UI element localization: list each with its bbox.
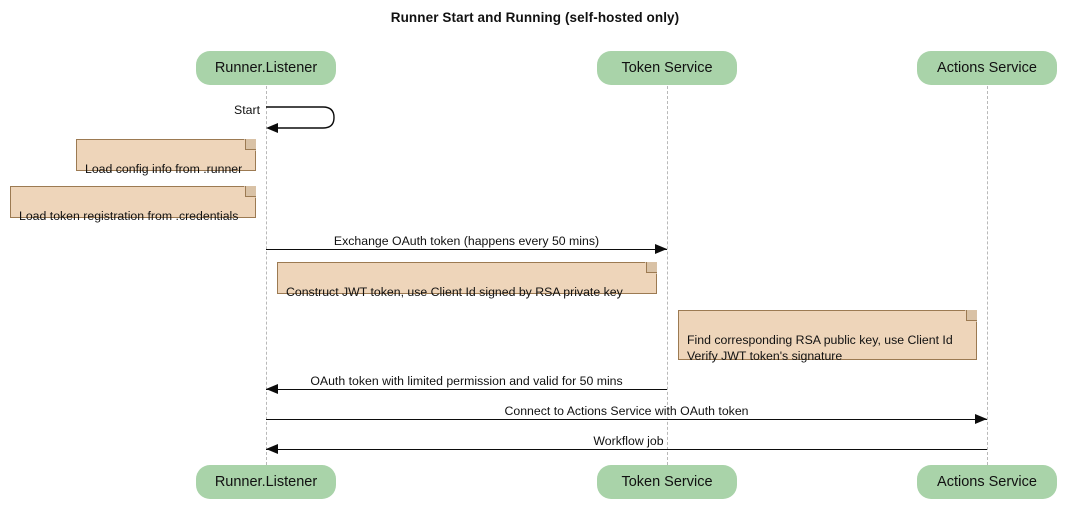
- lifeline-actions: [987, 86, 988, 465]
- participant-label: Runner.Listener: [214, 60, 318, 76]
- participant-label: Actions Service: [937, 474, 1037, 490]
- message-start-selfloop[interactable]: [265, 104, 339, 132]
- participant-runner-top[interactable]: Runner.Listener: [196, 51, 336, 85]
- note-load-token-registration: Load token registration from .credential…: [10, 186, 256, 223]
- note-text: Load token registration from .credential…: [19, 209, 239, 223]
- note-text: Load config info from .runner: [85, 162, 243, 176]
- page-title: Runner Start and Running (self-hosted on…: [390, 10, 680, 25]
- note-construct-jwt: Construct JWT token, use Client Id signe…: [277, 262, 657, 299]
- message-label-oauth-token-reply: OAuth token with limited permission and …: [310, 374, 623, 388]
- arrowhead-connect-actions-service: [975, 413, 987, 424]
- message-label-start: Start: [234, 103, 260, 117]
- participant-actions-top[interactable]: Actions Service: [917, 51, 1057, 85]
- participant-token-top[interactable]: Token Service: [597, 51, 737, 85]
- note-text: Construct JWT token, use Client Id signe…: [286, 285, 623, 299]
- message-line-connect-actions-service[interactable]: [266, 419, 987, 420]
- note-dogear-icon: [966, 310, 977, 321]
- note-dogear-icon: [245, 186, 256, 197]
- message-label-workflow-job: Workflow job: [593, 434, 664, 448]
- message-label-connect-actions-service: Connect to Actions Service with OAuth to…: [504, 404, 749, 418]
- note-dogear-icon: [646, 262, 657, 273]
- note-dogear-icon: [245, 139, 256, 150]
- participant-label: Actions Service: [937, 60, 1037, 76]
- participant-label: Runner.Listener: [214, 474, 318, 490]
- participant-runner-bottom[interactable]: Runner.Listener: [196, 465, 336, 499]
- participant-actions-bottom[interactable]: Actions Service: [917, 465, 1057, 499]
- participant-label: Token Service: [621, 60, 713, 76]
- lifeline-token: [667, 86, 668, 465]
- message-label-exchange-oauth-token: Exchange OAuth token (happens every 50 m…: [333, 234, 600, 248]
- note-text: Find corresponding RSA public key, use C…: [687, 333, 953, 363]
- message-line-exchange-oauth-token[interactable]: [266, 249, 667, 250]
- arrowhead-workflow-job: [266, 443, 278, 454]
- message-line-workflow-job[interactable]: [266, 449, 987, 450]
- arrowhead-oauth-token-reply: [266, 383, 278, 394]
- participant-token-bottom[interactable]: Token Service: [597, 465, 737, 499]
- note-verify-jwt: Find corresponding RSA public key, use C…: [678, 310, 977, 363]
- note-load-config: Load config info from .runner: [76, 139, 256, 176]
- arrowhead-exchange-oauth-token: [655, 243, 667, 254]
- participant-label: Token Service: [621, 474, 713, 490]
- message-line-oauth-token-reply[interactable]: [266, 389, 667, 390]
- arrowhead-start: [266, 122, 278, 133]
- lifeline-runner: [266, 86, 267, 465]
